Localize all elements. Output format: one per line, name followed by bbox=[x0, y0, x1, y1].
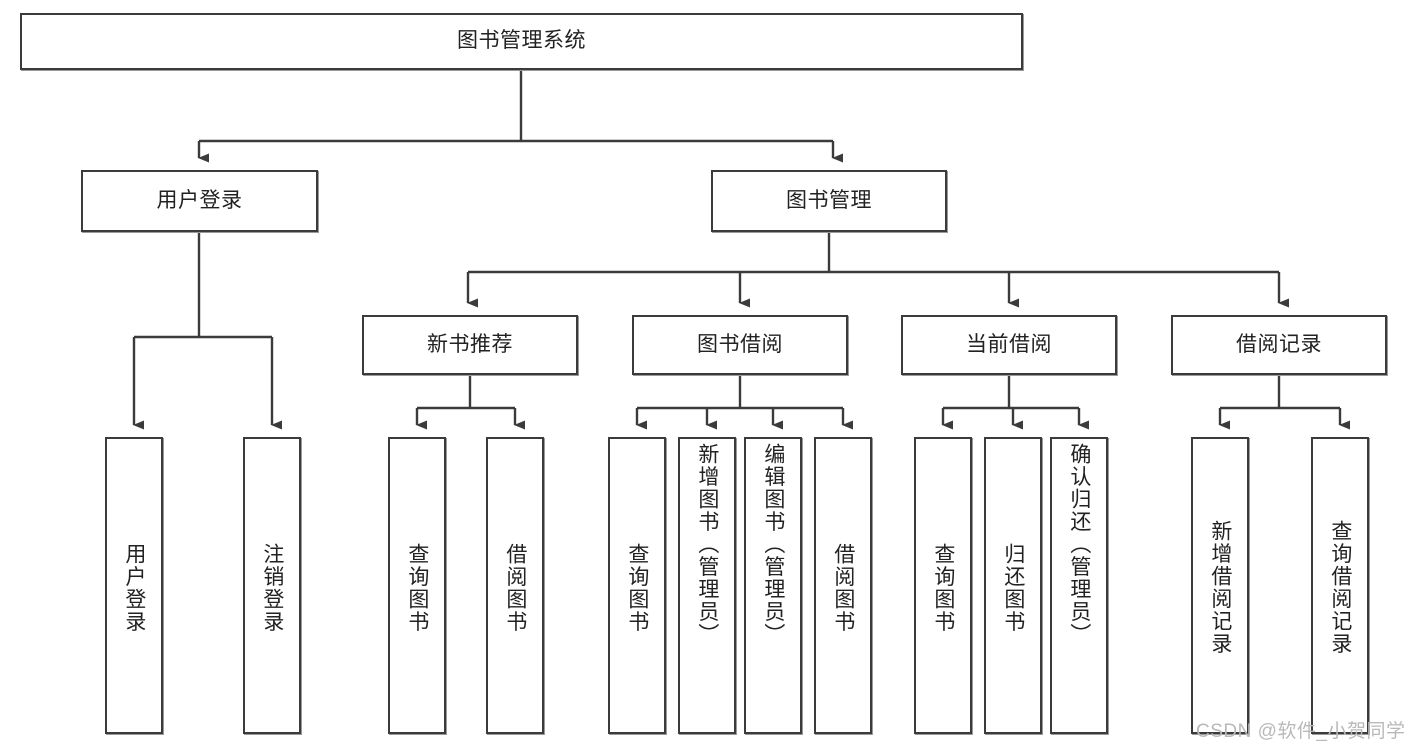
node-leaf-edit-book-label: 编辑图书（管理员） bbox=[761, 443, 785, 646]
node-leaf-query-book-1[interactable]: 查询图书 bbox=[388, 437, 446, 734]
node-leaf-borrow-book-1-label: 借阅图书 bbox=[503, 542, 527, 633]
node-leaf-add-record-label: 新增借阅记录 bbox=[1208, 520, 1232, 655]
node-new-book-rec-label: 新书推荐 bbox=[427, 332, 513, 356]
node-book-borrow[interactable]: 图书借阅 bbox=[632, 315, 848, 375]
node-leaf-query-book-3[interactable]: 查询图书 bbox=[914, 437, 972, 734]
node-leaf-return-book-label: 归还图书 bbox=[1001, 542, 1025, 633]
node-root[interactable]: 图书管理系统 bbox=[20, 13, 1023, 70]
node-book-manage[interactable]: 图书管理 bbox=[711, 170, 947, 232]
edge-newbookrec-to-leaves bbox=[415, 375, 525, 430]
edge-root-to-level2 bbox=[197, 70, 843, 163]
node-leaf-add-book-label: 新增图书（管理员） bbox=[695, 443, 719, 646]
node-leaf-user-login-label: 用户登录 bbox=[122, 542, 146, 633]
node-leaf-user-login[interactable]: 用户登录 bbox=[105, 437, 163, 734]
node-leaf-query-record[interactable]: 查询借阅记录 bbox=[1311, 437, 1369, 734]
node-leaf-add-book[interactable]: 新增图书（管理员） bbox=[678, 437, 736, 734]
node-leaf-confirm-return-label: 确认归还（管理员） bbox=[1067, 443, 1091, 646]
node-leaf-query-book-3-label: 查询图书 bbox=[931, 542, 955, 633]
node-leaf-borrow-book-1[interactable]: 借阅图书 bbox=[486, 437, 544, 734]
node-borrow-record-label: 借阅记录 bbox=[1236, 332, 1322, 356]
node-leaf-borrow-book-2[interactable]: 借阅图书 bbox=[814, 437, 872, 734]
node-leaf-confirm-return[interactable]: 确认归还（管理员） bbox=[1050, 437, 1108, 734]
node-leaf-query-book-2[interactable]: 查询图书 bbox=[608, 437, 666, 734]
node-leaf-return-book[interactable]: 归还图书 bbox=[984, 437, 1042, 734]
edge-userlogin-to-leaves bbox=[132, 232, 282, 430]
node-leaf-add-record[interactable]: 新增借阅记录 bbox=[1191, 437, 1249, 734]
edge-bookmanage-to-level3 bbox=[466, 232, 1289, 308]
node-borrow-record[interactable]: 借阅记录 bbox=[1171, 315, 1387, 375]
node-leaf-borrow-book-2-label: 借阅图书 bbox=[831, 542, 855, 633]
node-leaf-query-book-1-label: 查询图书 bbox=[405, 542, 429, 633]
node-current-borrow-label: 当前借阅 bbox=[966, 332, 1052, 356]
node-book-borrow-label: 图书借阅 bbox=[697, 332, 783, 356]
edge-currentborrow-to-leaves bbox=[941, 375, 1089, 430]
node-current-borrow[interactable]: 当前借阅 bbox=[901, 315, 1117, 375]
node-leaf-edit-book[interactable]: 编辑图书（管理员） bbox=[744, 437, 802, 734]
edge-bookborrow-to-leaves bbox=[635, 375, 853, 430]
node-root-label: 图书管理系统 bbox=[457, 29, 586, 53]
csdn-watermark: CSDN @软件_小贺同学 bbox=[1196, 721, 1405, 742]
node-leaf-user-logout-label: 注销登录 bbox=[260, 542, 284, 633]
node-leaf-query-book-2-label: 查询图书 bbox=[625, 542, 649, 633]
node-leaf-query-record-label: 查询借阅记录 bbox=[1328, 520, 1352, 655]
node-book-manage-label: 图书管理 bbox=[786, 188, 872, 212]
node-new-book-rec[interactable]: 新书推荐 bbox=[362, 315, 578, 375]
edge-borrowrecord-to-leaves bbox=[1218, 375, 1350, 430]
node-user-login[interactable]: 用户登录 bbox=[81, 170, 318, 232]
node-leaf-user-logout[interactable]: 注销登录 bbox=[243, 437, 301, 734]
node-user-login-label: 用户登录 bbox=[156, 188, 243, 212]
